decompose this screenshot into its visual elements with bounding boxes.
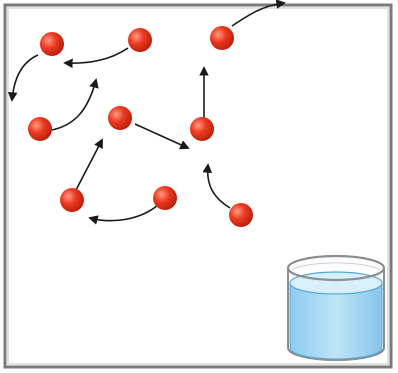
frame-inner-shadow bbox=[7, 7, 389, 365]
water-particle bbox=[40, 32, 64, 56]
motion-arrow bbox=[231, 0, 286, 27]
water-particle bbox=[128, 28, 152, 52]
motion-arrow bbox=[51, 78, 99, 131]
beaker-rim bbox=[286, 254, 386, 282]
water-vapor-particles bbox=[28, 26, 253, 227]
water-surface bbox=[289, 271, 383, 295]
water-particle bbox=[190, 117, 214, 141]
water-particle bbox=[60, 188, 84, 212]
motion-arrows bbox=[7, 0, 286, 225]
water-particle bbox=[153, 186, 177, 210]
water-particle bbox=[229, 203, 253, 227]
water-particle bbox=[28, 117, 52, 141]
motion-arrow bbox=[88, 204, 159, 225]
motion-arrow bbox=[7, 54, 39, 102]
motion-arrow bbox=[63, 47, 129, 69]
motion-arrow bbox=[75, 138, 103, 191]
motion-arrow bbox=[202, 163, 231, 209]
beaker-back-rim-highlight bbox=[291, 262, 381, 271]
water-particle bbox=[108, 106, 132, 130]
beaker-of-water-icon bbox=[286, 254, 386, 361]
motion-arrow bbox=[134, 123, 190, 150]
water-particle bbox=[210, 26, 234, 50]
